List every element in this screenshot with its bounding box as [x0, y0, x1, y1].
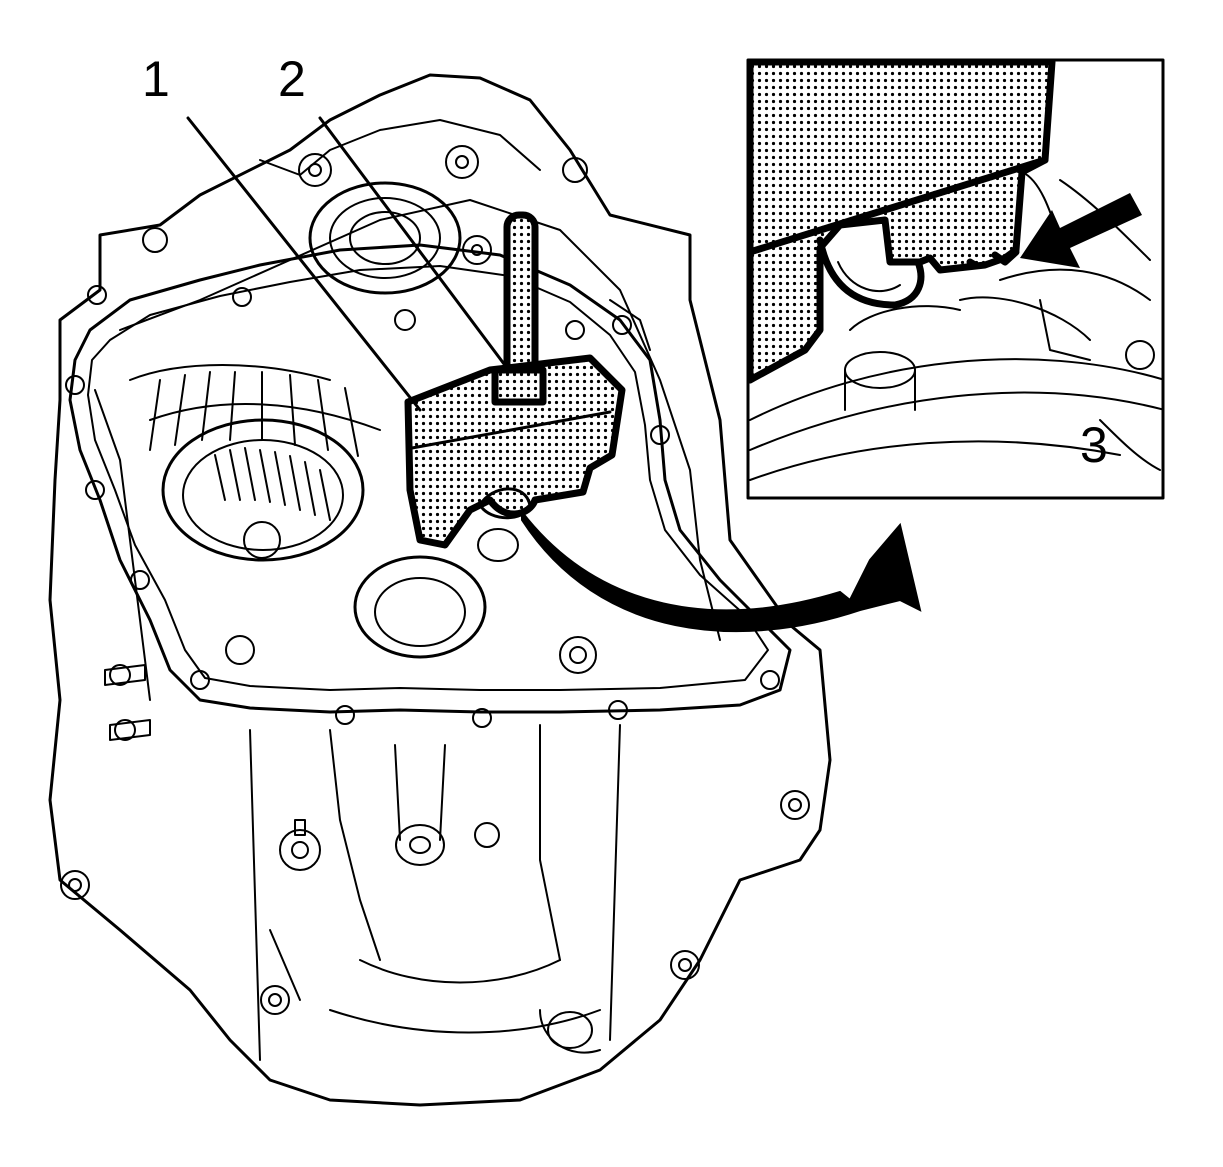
callout-label-2: 2 [278, 51, 306, 107]
detail-arrow [1020, 193, 1142, 268]
leader-line-2 [318, 116, 512, 374]
callout-label-3: 3 [1080, 417, 1108, 473]
transaxle-case [48, 73, 832, 1107]
callout-label-1: 1 [142, 51, 170, 107]
gear-teeth [214, 447, 331, 521]
flange-bolt-holes [65, 285, 780, 728]
detail-inset-frame [746, 58, 1165, 500]
detail-pointer-arrow [521, 509, 922, 633]
special-tool [404, 211, 626, 549]
detail-inset [746, 58, 1165, 500]
leader-line-1 [186, 116, 422, 412]
case-ribs [149, 371, 359, 457]
